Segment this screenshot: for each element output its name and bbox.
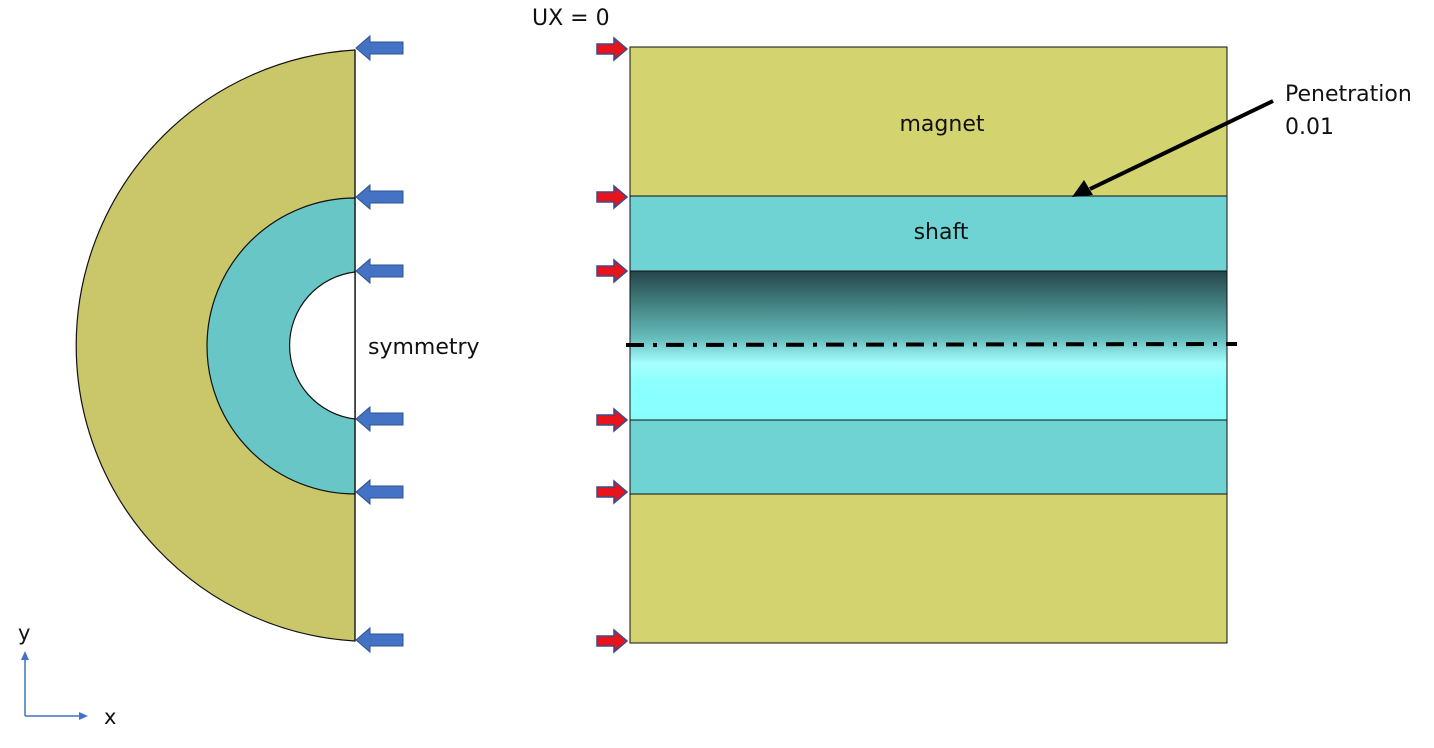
symmetry-arrow-icon — [355, 627, 404, 653]
longitudinal-view: magnet shaft UX = 0 Penetration 0.01 — [532, 6, 1412, 653]
penetration-title: Penetration — [1285, 82, 1412, 107]
symmetry-arrow-icon — [355, 35, 404, 61]
shaft-lower — [629, 419, 1228, 495]
magnet-label: magnet — [900, 112, 985, 137]
y-axis-label: y — [18, 621, 30, 645]
penetration-arrow-line — [1089, 99, 1274, 191]
penetration-value: 0.01 — [1285, 115, 1334, 140]
symmetry-arrow-icon — [355, 479, 404, 505]
boundary-condition-label: UX = 0 — [532, 6, 610, 31]
symmetry-arrow-icon — [355, 406, 404, 432]
symmetry-arrow-icon — [355, 184, 404, 210]
y-axis-arrow-icon — [21, 651, 29, 660]
bc-arrow-icon — [596, 629, 628, 653]
symmetry-label: symmetry — [368, 335, 480, 360]
centerline — [625, 342, 1238, 347]
bc-arrow-icon — [596, 259, 628, 283]
shaft-label: shaft — [914, 220, 969, 245]
coordinate-axes: y x — [18, 621, 116, 729]
bore-cutout — [289, 271, 356, 420]
cross-section-view: symmetry — [75, 35, 480, 653]
bc-arrow-icon — [596, 408, 628, 432]
shaft-cross-section — [206, 197, 356, 495]
magnet-lower — [629, 493, 1228, 644]
bc-arrow-icon — [596, 185, 628, 209]
x-axis-label: x — [104, 705, 116, 729]
bc-arrow-icon — [596, 480, 628, 504]
symmetry-arrow-icon — [355, 258, 404, 284]
x-axis-arrow-icon — [79, 712, 88, 720]
penetration-arrowhead-icon — [1072, 180, 1093, 197]
bc-arrow-icon — [596, 37, 628, 61]
